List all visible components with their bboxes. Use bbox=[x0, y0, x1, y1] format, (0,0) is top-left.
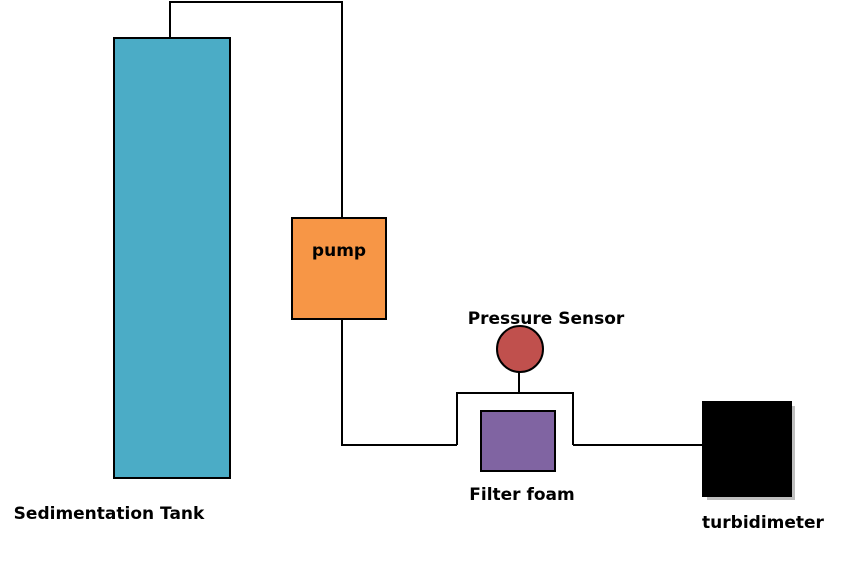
pipes bbox=[169, 1, 703, 446]
filter-foam-label: Filter foam bbox=[469, 485, 575, 505]
pressure-sensor-label: Pressure Sensor bbox=[468, 309, 625, 329]
turbidimeter-label: turbidimeter bbox=[702, 513, 825, 533]
pipe-tank-to-pump bbox=[169, 1, 343, 218]
sedimentation-tank bbox=[113, 37, 231, 479]
pump bbox=[291, 217, 387, 320]
sedimentation-tank-label: Sedimentation Tank bbox=[14, 504, 205, 524]
turbidimeter bbox=[702, 401, 792, 497]
filter-foam bbox=[480, 410, 556, 472]
pressure-sensor bbox=[496, 325, 544, 373]
pipe-bypass-loop bbox=[456, 392, 574, 445]
pipe-pump-to-filter bbox=[341, 319, 457, 446]
pump-label: pump bbox=[312, 241, 366, 261]
